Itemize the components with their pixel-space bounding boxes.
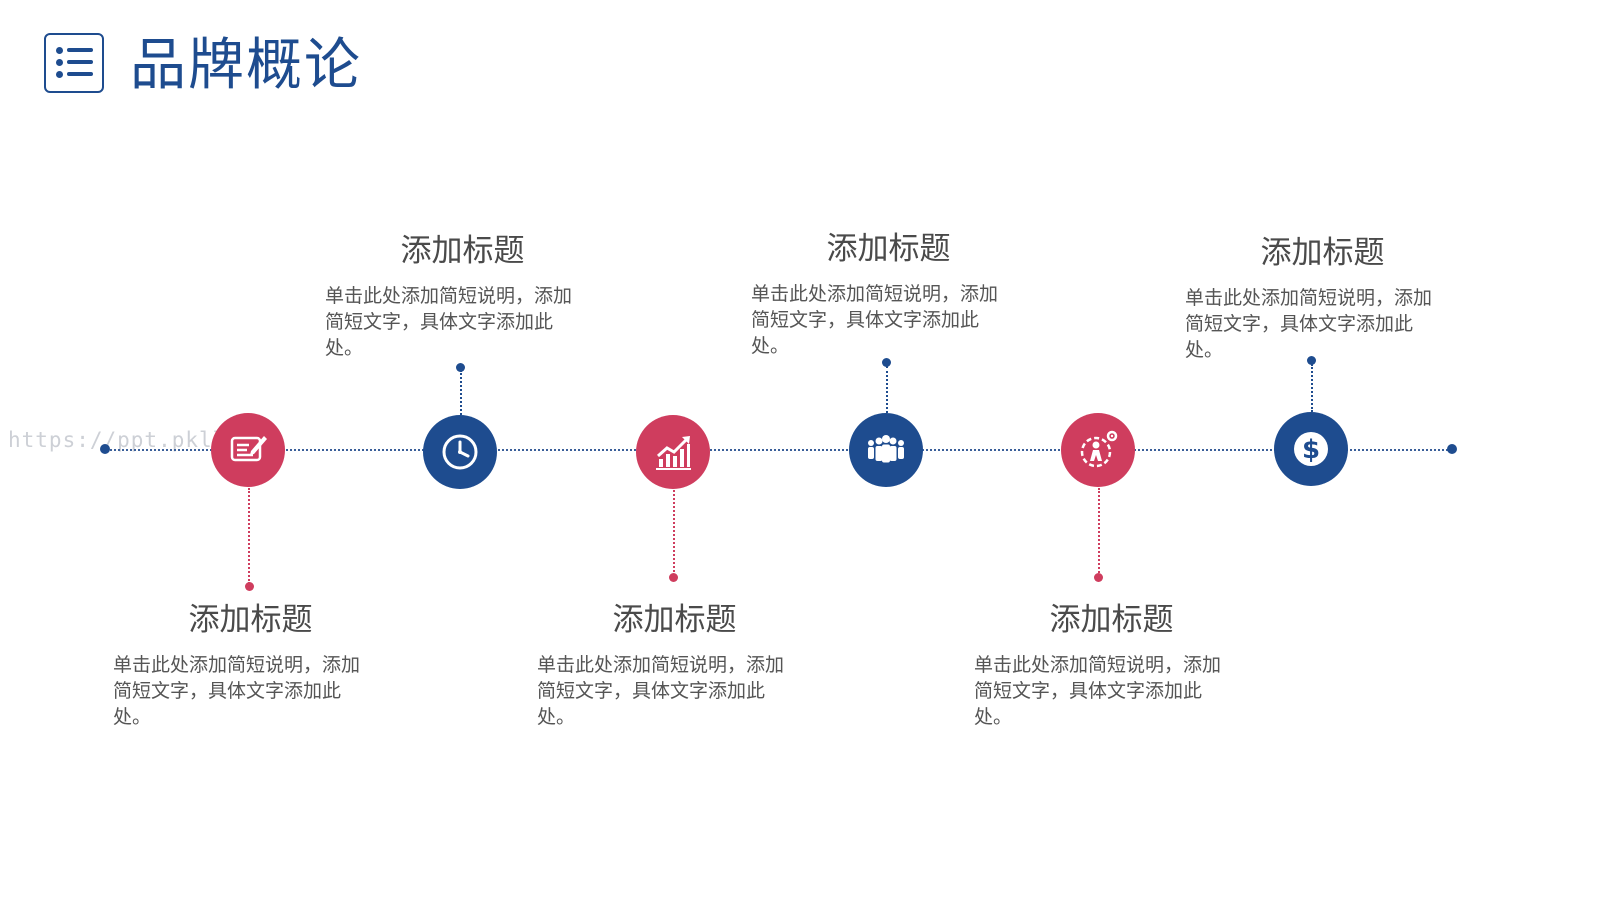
watermark-url: https://ppt.pkll.c [8, 428, 218, 452]
step-2-text: 添加标题 单击此处添加简短说明，添加简短文字，具体文字添加此处。 [325, 231, 600, 361]
step-description: 单击此处添加简短说明，添加简短文字，具体文字添加此处。 [113, 654, 361, 728]
step-1-node [211, 413, 285, 487]
connector-1 [248, 488, 250, 584]
step-title: 添加标题 [400, 233, 525, 269]
step-6-text: 添加标题 单击此处添加简短说明，添加简短文字，具体文字添加此处。 [1185, 233, 1460, 363]
step-title: 添加标题 [1260, 235, 1385, 271]
connector-dot-1 [245, 582, 254, 591]
step-description: 单击此处添加简短说明，添加简短文字，具体文字添加此处。 [1185, 287, 1433, 361]
step-1-text: 添加标题 单击此处添加简短说明，添加简短文字，具体文字添加此处。 [113, 600, 388, 730]
connector-dot-3 [669, 573, 678, 582]
edit-document-icon [230, 436, 267, 462]
step-4-node [849, 413, 923, 487]
person-gear-icon [1080, 430, 1118, 468]
step-5-text: 添加标题 单击此处添加简短说明，添加简短文字，具体文字添加此处。 [974, 600, 1249, 730]
step-4-text: 添加标题 单击此处添加简短说明，添加简短文字，具体文字添加此处。 [751, 229, 1026, 359]
step-3-node [636, 415, 710, 489]
connector-dot-6 [1307, 356, 1316, 365]
connector-4 [886, 366, 888, 413]
step-description: 单击此处添加简短说明，添加简短文字，具体文字添加此处。 [974, 654, 1222, 728]
connector-6 [1311, 364, 1313, 412]
connector-2 [460, 370, 462, 415]
step-title: 添加标题 [612, 602, 737, 638]
list-menu-icon [44, 33, 104, 93]
connector-dot-2 [456, 363, 465, 372]
chart-icon [656, 436, 691, 470]
svg-text:$: $ [1302, 435, 1320, 465]
connector-5 [1098, 488, 1100, 576]
connector-dot-5 [1094, 573, 1103, 582]
timeline-axis [106, 449, 1452, 451]
clock-icon [442, 434, 478, 470]
step-title: 添加标题 [188, 602, 313, 638]
step-6-node: $ [1274, 412, 1348, 486]
step-description: 单击此处添加简短说明，添加简短文字，具体文字添加此处。 [751, 283, 999, 357]
connector-dot-4 [882, 358, 891, 367]
step-title: 添加标题 [1049, 602, 1174, 638]
timeline-end-dot [1447, 444, 1457, 454]
step-2-node [423, 415, 497, 489]
step-title: 添加标题 [826, 231, 951, 267]
step-3-text: 添加标题 单击此处添加简短说明，添加简短文字，具体文字添加此处。 [537, 600, 812, 730]
step-description: 单击此处添加简短说明，添加简短文字，具体文字添加此处。 [537, 654, 785, 728]
team-icon [868, 435, 904, 463]
timeline-start-dot [100, 444, 110, 454]
connector-3 [673, 490, 675, 576]
page-title: 品牌概论 [130, 33, 362, 98]
step-description: 单击此处添加简短说明，添加简短文字，具体文字添加此处。 [325, 285, 573, 359]
step-5-node [1061, 413, 1135, 487]
dollar-icon: $ [1294, 432, 1328, 466]
